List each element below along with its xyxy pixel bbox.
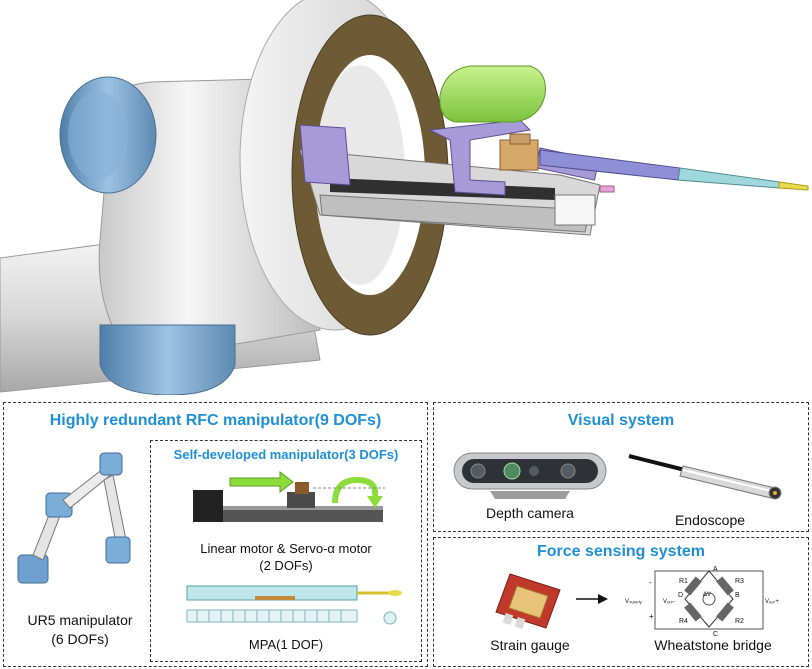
bridge-c: C [713, 631, 718, 638]
wheatstone-bridge-diagram: R1 R3 R4 R2 A B C D ΔV Vₛᵤₚₚₗᵧ - + Vₒᵤₜ-… [625, 566, 779, 638]
bridge-plus: + [649, 612, 654, 621]
bridge-r4: R4 [679, 618, 688, 625]
bridge-b: B [735, 592, 740, 599]
rfc-manipulator-panel [3, 402, 428, 667]
rfc-panel-title: Highly redundant RFC manipulator(9 DOFs) [49, 412, 382, 429]
rail-clamp [554, 185, 615, 226]
green-tool-holder [439, 65, 546, 123]
mpa-label: MPA(1 DOF) [248, 637, 324, 652]
self-developed-title: Self-developed manipulator(3 DOFs) [173, 447, 399, 462]
force-sensing-title: Force sensing system [536, 543, 706, 560]
ur5-manipulator-illustration [17, 452, 131, 584]
bridge-r3: R3 [735, 578, 744, 585]
visual-system-title: Visual system [567, 412, 675, 429]
endoscope-tube [539, 149, 809, 191]
motor-label-line1: Linear motor & Servo-α motor [200, 541, 372, 556]
wheatstone-bridge-label: Wheatstone bridge [654, 637, 772, 653]
linear-servo-motor-illustration [193, 470, 385, 522]
motor-label-line2: (2 DOFs) [259, 558, 313, 573]
bridge-r2: R2 [735, 618, 744, 625]
bridge-dv: ΔV [703, 592, 711, 598]
robot-render-illustration [0, 0, 809, 395]
force-sensing-panel [433, 537, 809, 667]
bridge-r1: R1 [679, 578, 688, 585]
bridge-vsupply: Vₛᵤₚₚₗᵧ [625, 599, 642, 605]
mpa-illustration [186, 585, 402, 625]
depth-camera-illustration [453, 452, 607, 499]
strain-gauge-label: Strain gauge [490, 637, 570, 653]
visual-system-panel [433, 402, 809, 532]
endoscope-label: Endoscope [674, 512, 746, 528]
bridge-vout-plus: Vₒᵤₜ+ [765, 599, 779, 605]
bridge-d: D [678, 592, 683, 599]
linear-rail [299, 149, 601, 236]
self-developed-subpanel [150, 440, 422, 662]
strain-gauge-illustration [495, 573, 561, 629]
motor-block [499, 133, 539, 171]
ur5-label-line1: UR5 manipulator [27, 612, 133, 628]
bridge-vout-minus: Vₒᵤₜ- [663, 599, 675, 605]
ur5-label: UR5 manipulator (6 DOFs) [5, 611, 155, 649]
bridge-a: A [713, 566, 718, 573]
bridge-minus: - [649, 578, 652, 587]
depth-camera-label: Depth camera [486, 505, 574, 521]
arrow-right-icon [576, 594, 608, 604]
motor-label: Linear motor & Servo-α motor (2 DOFs) [150, 540, 422, 574]
endoscope-illustration [628, 454, 782, 500]
ur5-label-line2: (6 DOFs) [51, 631, 109, 647]
